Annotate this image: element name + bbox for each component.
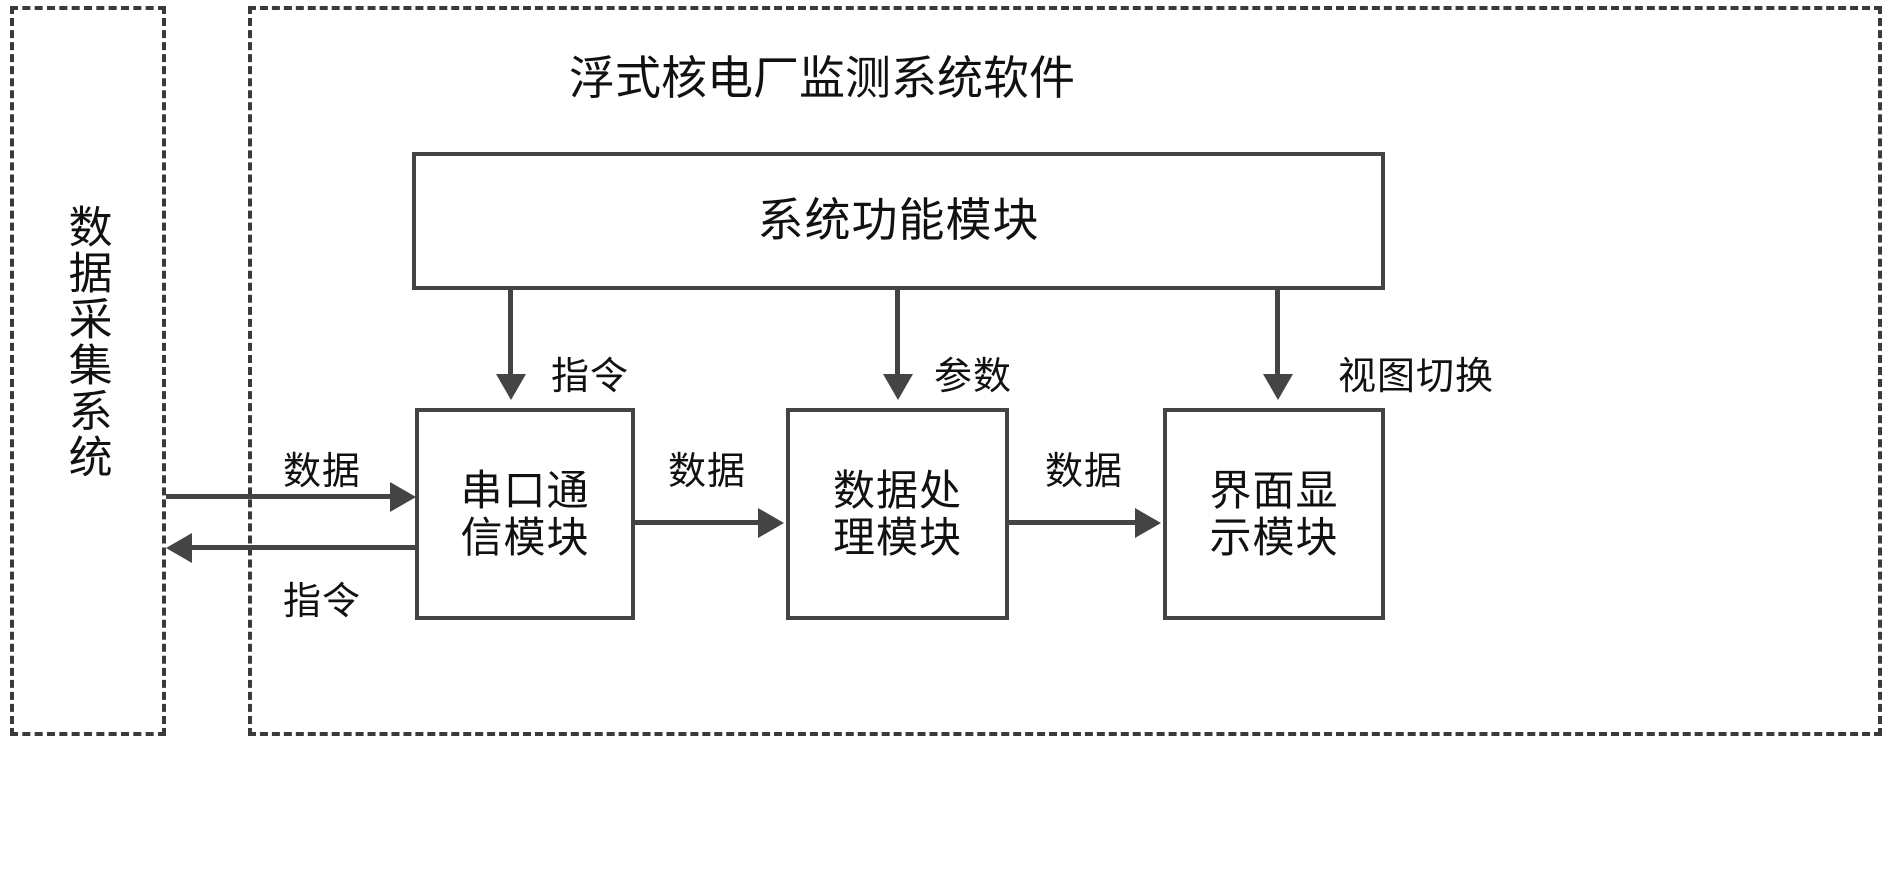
system-function-module-label: 系统功能模块 (757, 193, 1040, 248)
arrowhead-function-to-process (883, 374, 913, 400)
external-system-label: 数据采集系统 (60, 204, 112, 480)
arrowhead-serial-to-process (758, 508, 784, 538)
module-label-display-line2: 示模块 (1209, 513, 1339, 562)
flow-line-command-out (190, 545, 418, 550)
flow-line-process-to-display (1009, 520, 1139, 525)
module-label-process: 数据处 理模块 (833, 467, 962, 561)
module-label-display-line1: 界面显 (1209, 465, 1339, 515)
label-data-in: 数据 (283, 449, 362, 493)
arrowhead-function-to-display (1263, 374, 1293, 400)
arrowhead-function-to-serial (496, 374, 526, 400)
label-command-out: 指令 (283, 579, 362, 623)
module-label-serial-line1: 串口通 (460, 465, 590, 515)
module-label-display: 界面显 示模块 (1209, 467, 1338, 561)
flow-line-serial-to-process (635, 520, 762, 525)
connector-function-to-serial (508, 290, 513, 378)
flow-line-data-in (166, 494, 394, 499)
module-label-process-line1: 数据处 (832, 465, 962, 515)
module-label-process-line2: 理模块 (832, 513, 962, 562)
connector-function-to-process (895, 290, 900, 378)
label-parameter-to-process: 参数 (934, 354, 1013, 398)
module-box-serial[interactable]: 串口通 信模块 (415, 408, 635, 620)
label-data-process-to-display: 数据 (1045, 449, 1124, 493)
software-system-boundary (248, 6, 1882, 736)
module-box-process[interactable]: 数据处 理模块 (786, 408, 1009, 620)
module-label-serial-line2: 信模块 (460, 513, 590, 562)
diagram-title: 浮式核电厂监测系统软件 (569, 51, 1075, 105)
system-function-module-box[interactable]: 系统功能模块 (412, 152, 1385, 290)
label-command-to-serial: 指令 (551, 354, 630, 398)
arrowhead-command-out (166, 533, 192, 563)
label-data-serial-to-process: 数据 (668, 449, 747, 493)
arrowhead-data-in (390, 482, 416, 512)
module-box-display[interactable]: 界面显 示模块 (1163, 408, 1385, 620)
arrowhead-process-to-display (1135, 508, 1161, 538)
external-system-boundary (10, 6, 166, 736)
label-view-switch-to-display: 视图切换 (1338, 354, 1495, 398)
module-label-serial: 串口通 信模块 (460, 467, 589, 561)
connector-function-to-display (1275, 290, 1280, 378)
